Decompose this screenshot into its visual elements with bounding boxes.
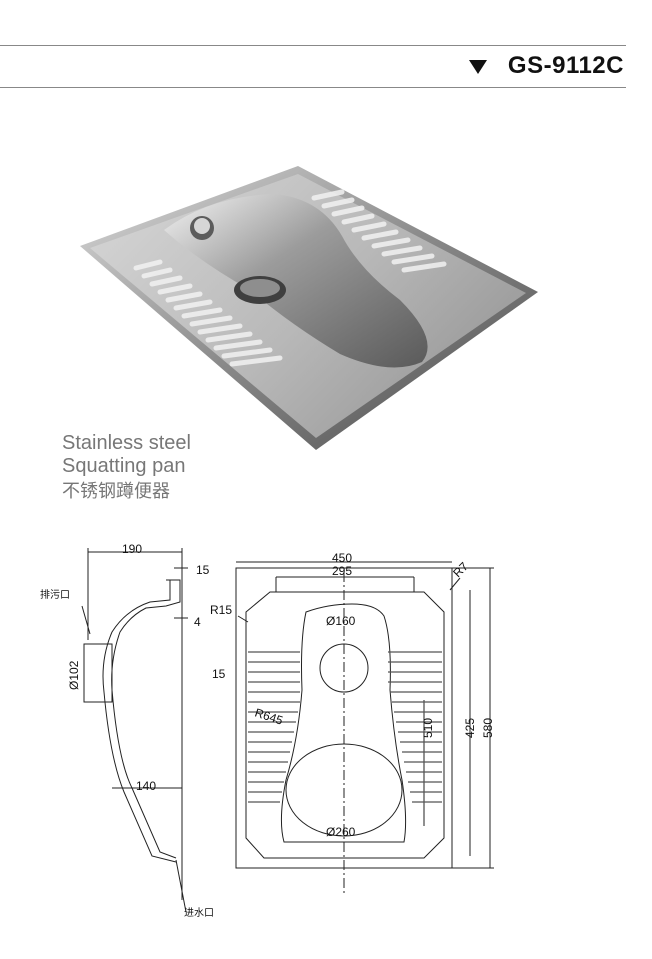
model-number: GS-9112C bbox=[507, 52, 624, 79]
product-caption: Stainless steel Squatting pan 不锈钢蹲便器 bbox=[62, 432, 191, 503]
caption-line-3: 不锈钢蹲便器 bbox=[62, 481, 170, 501]
triangle-marker-icon bbox=[469, 60, 487, 74]
dim-425: 425 bbox=[463, 718, 477, 738]
dim-rib-15: 15 bbox=[212, 667, 226, 681]
caption-line-2: Squatting pan bbox=[62, 455, 186, 477]
dim-580: 580 bbox=[481, 718, 495, 738]
plan-view bbox=[235, 561, 494, 894]
dim-pipe-diameter: Ø102 bbox=[67, 660, 81, 690]
inlet-label: 进水口 bbox=[184, 907, 214, 919]
header-bottom-rule bbox=[0, 87, 626, 88]
dim-r15: R15 bbox=[210, 603, 232, 617]
dim-450: 450 bbox=[332, 551, 352, 565]
outlet-label: 排污口 bbox=[40, 588, 70, 601]
dim-4: 4 bbox=[194, 615, 201, 629]
caption-line-1: Stainless steel bbox=[62, 432, 191, 454]
dim-r645: R645 bbox=[253, 706, 285, 728]
side-view bbox=[81, 548, 188, 913]
dim-140: 140 bbox=[136, 779, 156, 793]
product-photo bbox=[80, 166, 538, 450]
dim-hole-diameter: Ø160 bbox=[326, 614, 356, 628]
dim-15-top: 15 bbox=[196, 563, 210, 577]
dim-190: 190 bbox=[122, 542, 142, 556]
dim-r7: R7 bbox=[450, 559, 471, 580]
dim-bowl-diameter: Ø260 bbox=[326, 825, 356, 839]
dim-295: 295 bbox=[332, 564, 352, 578]
header-top-rule bbox=[0, 45, 626, 46]
technical-drawing: 190 15 4 Ø102 140 排污口 进水口 450 295 R7 R15… bbox=[40, 542, 495, 919]
dim-510: 510 bbox=[421, 718, 435, 738]
